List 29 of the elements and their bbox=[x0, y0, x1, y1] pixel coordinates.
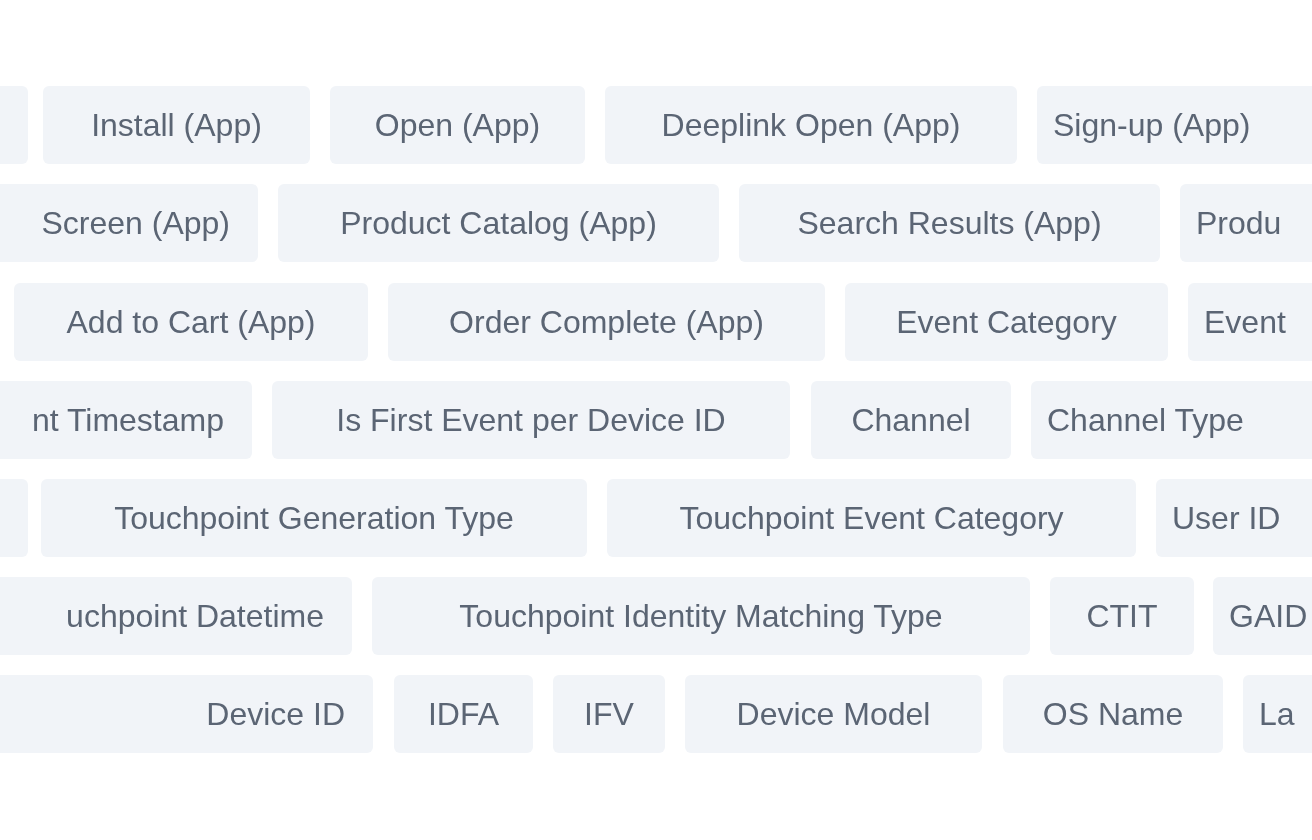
tag-chip: CTIT bbox=[1050, 577, 1194, 655]
tag-chip: IDFA bbox=[394, 675, 533, 753]
tag-chip: Deeplink Open (App) bbox=[605, 86, 1017, 164]
tag-chip: Product Catalog (App) bbox=[278, 184, 719, 262]
tag-chip: Screen (App) bbox=[0, 184, 258, 262]
tag-chip: Is First Event per Device ID bbox=[272, 381, 790, 459]
tag-chip: Device ID bbox=[0, 675, 373, 753]
tag-chip: nt Timestamp bbox=[0, 381, 252, 459]
tag-chip: Event bbox=[1188, 283, 1312, 361]
tag-chip: Search Results (App) bbox=[739, 184, 1160, 262]
tag-chip: Touchpoint Event Category bbox=[607, 479, 1136, 557]
tag-chip: Produ bbox=[1180, 184, 1312, 262]
tag-chip: Order Complete (App) bbox=[388, 283, 825, 361]
tag-chip: Event Category bbox=[845, 283, 1168, 361]
tag-chip: Touchpoint Generation Type bbox=[41, 479, 587, 557]
tag-chip: Open (App) bbox=[330, 86, 585, 164]
tag-chip: Channel bbox=[811, 381, 1011, 459]
tag-chip: OS Name bbox=[1003, 675, 1223, 753]
tag-chip: La bbox=[1243, 675, 1312, 753]
tag-chip: User ID bbox=[1156, 479, 1312, 557]
tag-chip: Device Model bbox=[685, 675, 982, 753]
tag-chip: Add to Cart (App) bbox=[14, 283, 368, 361]
tag-chip: GAID bbox=[1213, 577, 1312, 655]
tag-chip: Install (App) bbox=[43, 86, 310, 164]
tag-chip: Channel Type bbox=[1031, 381, 1312, 459]
tag-chip: Touchpoint Identity Matching Type bbox=[372, 577, 1030, 655]
tag-chip: uchpoint Datetime bbox=[0, 577, 352, 655]
tag-chip: IFV bbox=[553, 675, 665, 753]
tag-chip: Sign-up (App) bbox=[1037, 86, 1312, 164]
